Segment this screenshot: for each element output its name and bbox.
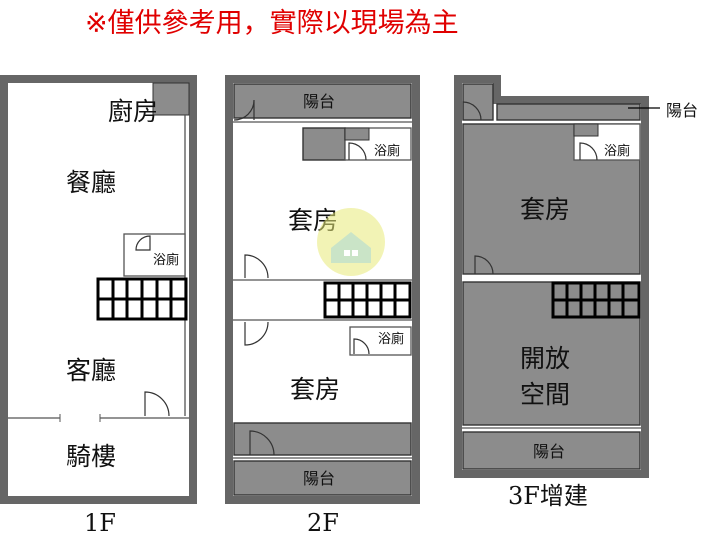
floor-2f: 陽台 浴廁 套房 浴廁 套房 陽台 2F [225,75,420,537]
floor-2f-bath-bottom-room [349,326,412,356]
floor-1f-dining-label: 餐廳 [66,168,116,197]
floor-2f-suite-bottom-door [244,321,269,346]
floor-1f-bath-room [123,233,186,277]
floor-3f-balcony-side-label: 陽台 [666,101,698,120]
disclaimer-note: ※僅供參考用，實際以現場為主 [85,8,459,39]
floor-2f-bath-top-label: 浴廁 [374,143,400,159]
floor-1f: 廚房 餐廳 浴廁 客廳 騎樓 1F [0,75,197,537]
floor-2f-label: 2F [307,509,339,537]
house-watermark-icon [317,208,385,276]
floor-3f-bath-door [579,142,598,161]
floor-1f-living-label: 客廳 [66,356,116,385]
floor-3f-side-balcony [496,103,641,121]
floor-2f-bath-bottom-label: 浴廁 [378,331,404,347]
floor-3f-front-balcony [462,431,641,470]
floor-3f-bath-room [573,123,641,161]
floor-3f-corner-door [462,101,482,121]
floor-2f-front-door [249,430,275,456]
floor-1f-stairs [96,277,188,321]
floor-2f-closet [302,127,346,161]
floor-2f-suite-top-door [244,254,269,279]
kitchen-counter [152,82,190,116]
floor-3f-balcony-front-label: 陽台 [533,442,565,461]
floor-1f-entrance-door [144,391,170,417]
floor-2f-suite-bottom-label: 套房 [290,375,340,404]
floor-2f-front-storage [233,422,412,456]
floor-3f-bath-label: 浴廁 [604,143,630,159]
floor-3f: 陽台 浴廁 套房 開放 空間 陽台 3F增建 [454,75,698,510]
floor-1f-bath-label: 浴廁 [153,252,179,268]
floor-2f-back-balcony [233,83,412,119]
floor-1f-kitchen-label: 廚房 [108,97,158,126]
floor-2f-balcony-back-label: 陽台 [303,92,335,111]
floor-3f-label: 3F增建 [508,482,588,510]
floor-2f-bath-top-door [348,142,367,161]
floor-3f-stairs [551,281,641,319]
floor-3f-suite-label: 套房 [520,195,570,224]
floor-2f-stairs [323,281,412,319]
floor-3f-open-label-line2: 空間 [520,380,570,409]
floor-1f-label: 1F [84,509,116,537]
floor-2f-front-balcony [233,460,412,496]
floor-1f-bath-door [135,235,151,251]
floor-2f-bath-bottom-door [353,338,370,355]
floor-1f-arcade-label: 騎樓 [66,442,116,471]
floor-3f-suite-door [474,255,494,275]
floor-2f-balcony-front-label: 陽台 [303,469,335,488]
floor-3f-open-label-line1: 開放 [520,344,570,373]
floor-2f-balcony-door [233,99,255,121]
